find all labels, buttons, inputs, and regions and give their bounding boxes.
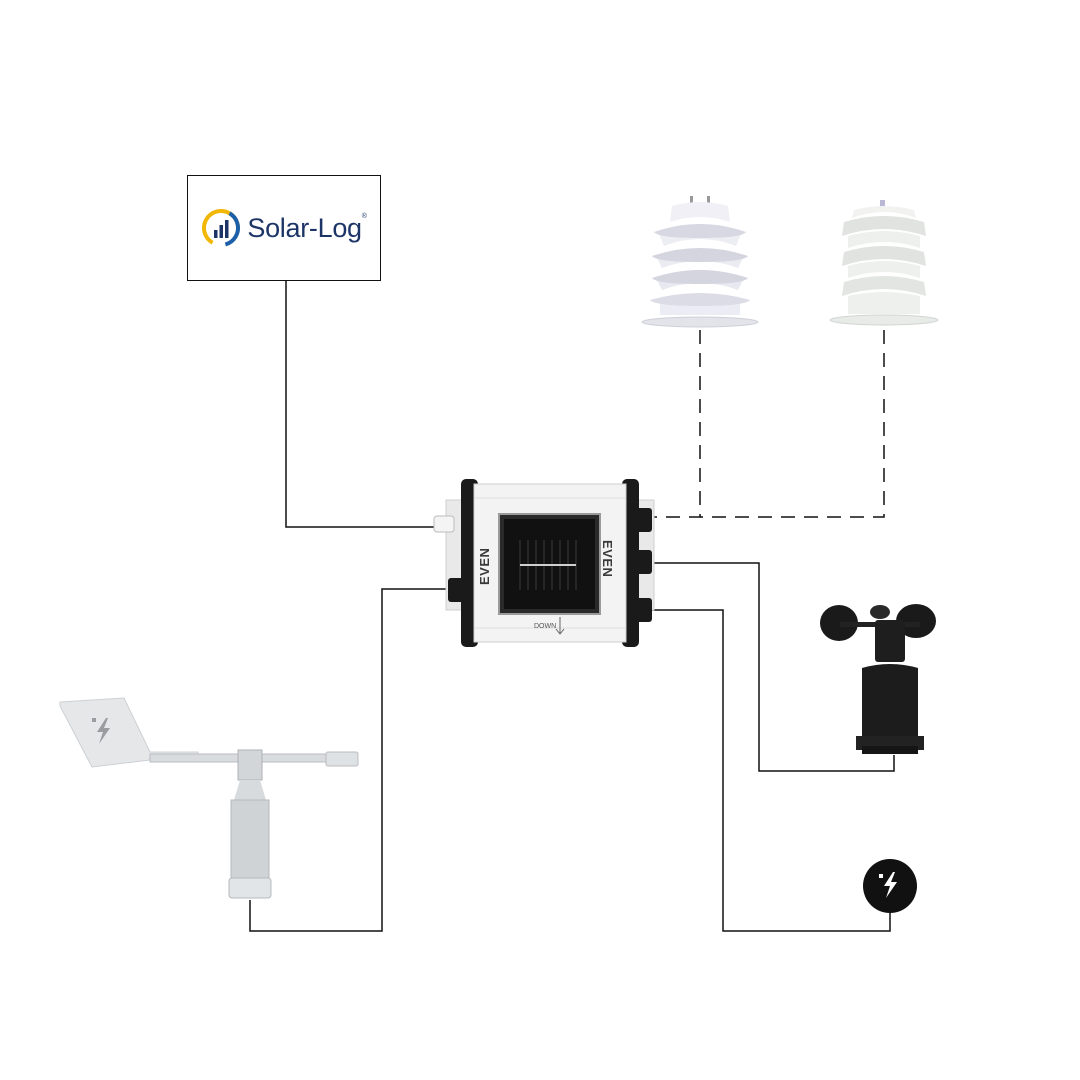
solar-log-box: Solar-Log®: [187, 175, 381, 281]
lightning-bolt-icon: [92, 718, 110, 744]
line-sensor-to-device: [650, 609, 891, 932]
solar-log-wordmark: Solar-Log®: [247, 212, 367, 243]
line-anemometer-to-device: [650, 562, 895, 772]
solar-log-logo-icon: [202, 209, 241, 248]
solid-connections: [249, 281, 895, 932]
dashed-connections: [650, 330, 885, 518]
device-down-label: DOWN: [534, 623, 556, 630]
central-sensor-device: EVEN EVEN DOWN: [433, 479, 655, 647]
radiation-shield-2: [829, 200, 939, 326]
anemometer: [820, 604, 936, 754]
device-brand-right: EVEN: [600, 540, 615, 577]
lightning-bolt-icon: [879, 872, 897, 898]
device-brand-left: EVEN: [477, 548, 492, 585]
line-windvane-to-device: [249, 588, 455, 932]
radiation-shield-1: [641, 196, 759, 328]
wind-vane: [59, 697, 359, 899]
pyranometer-sensor: [863, 859, 917, 913]
line-solarlog-to-device: [285, 281, 440, 528]
line-shield1-to-device: [650, 330, 701, 518]
line-shield2-to-device: [700, 330, 885, 518]
